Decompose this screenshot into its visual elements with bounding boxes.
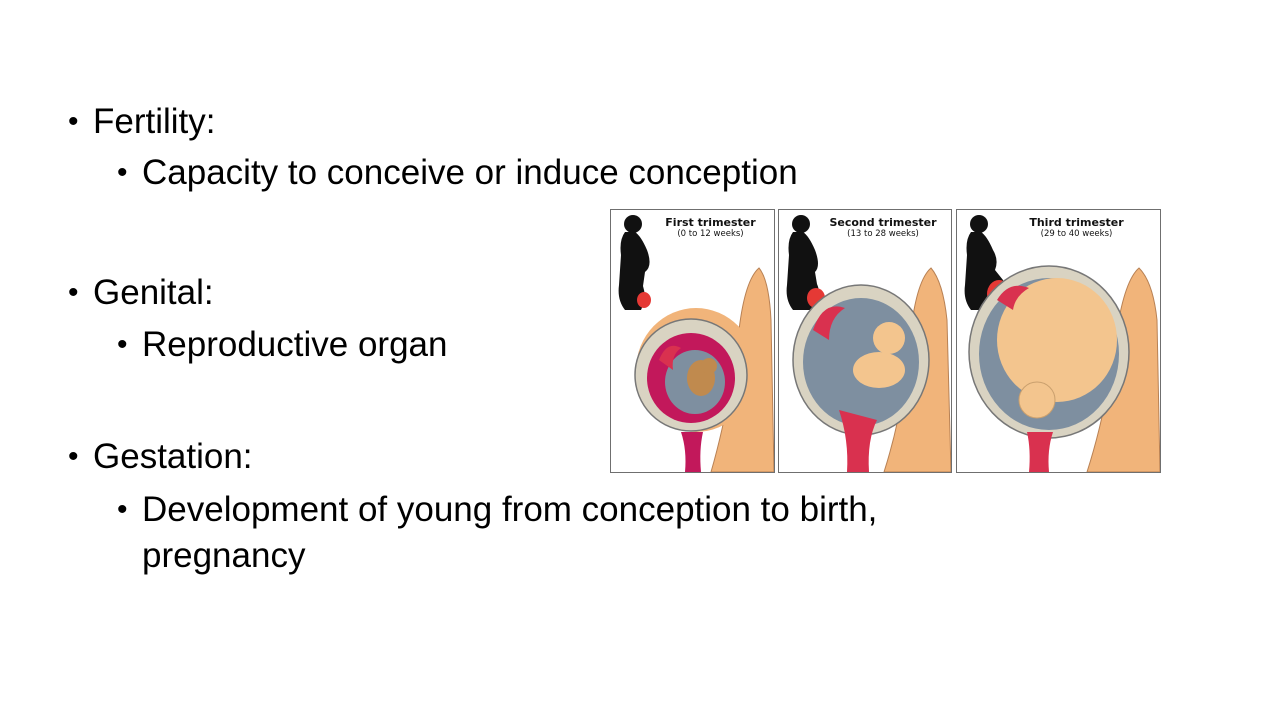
panel-title: Third trimester	[1029, 216, 1124, 229]
bullet-fertility: • Fertility:	[68, 101, 216, 143]
panel-title: First trimester	[665, 216, 756, 229]
panel-title: Second trimester	[829, 216, 937, 229]
trimester-figure: First trimester (0 to 12 weeks) Second t…	[610, 209, 1161, 473]
third-trimester-illustration	[964, 215, 1160, 472]
bullet-dot: •	[117, 328, 128, 361]
bullet-dot: •	[68, 276, 79, 309]
bullet-fertility-definition: • Capacity to conceive or induce concept…	[117, 152, 798, 194]
bullet-dot: •	[117, 156, 128, 189]
bullet-genital-definition: • Reproductive organ	[117, 324, 448, 366]
definition-fertility: Capacity to conceive or induce conceptio…	[142, 153, 798, 192]
silhouette-icon	[618, 215, 651, 310]
definition-genital: Reproductive organ	[142, 325, 448, 364]
second-trimester-illustration	[786, 215, 951, 472]
panel-first-trimester: First trimester (0 to 12 weeks)	[610, 209, 775, 473]
first-trimester-illustration	[618, 215, 774, 472]
panel-subtitle: (0 to 12 weeks)	[677, 229, 744, 239]
bullet-gestation-definition-cont: pregnancy	[142, 535, 305, 577]
silhouette-icon	[786, 215, 825, 310]
bullet-gestation-definition: • Development of young from conception t…	[117, 489, 878, 531]
definition-gestation: Development of young from conception to …	[142, 490, 878, 529]
bullet-gestation: • Gestation:	[68, 436, 253, 478]
bullet-genital: • Genital:	[68, 272, 214, 314]
bullet-dot: •	[68, 440, 79, 473]
term-fertility: Fertility:	[93, 102, 216, 141]
panel-subtitle: (13 to 28 weeks)	[847, 229, 919, 239]
panel-second-trimester: Second trimester (13 to 28 weeks)	[778, 209, 952, 473]
bullet-dot: •	[117, 493, 128, 526]
bullet-dot: •	[68, 105, 79, 138]
term-genital: Genital:	[93, 273, 214, 312]
definition-gestation-cont: pregnancy	[142, 536, 306, 575]
term-gestation: Gestation:	[93, 437, 253, 476]
panel-subtitle: (29 to 40 weeks)	[1040, 229, 1113, 239]
panel-third-trimester: Third trimester (29 to 40 weeks)	[956, 209, 1161, 473]
